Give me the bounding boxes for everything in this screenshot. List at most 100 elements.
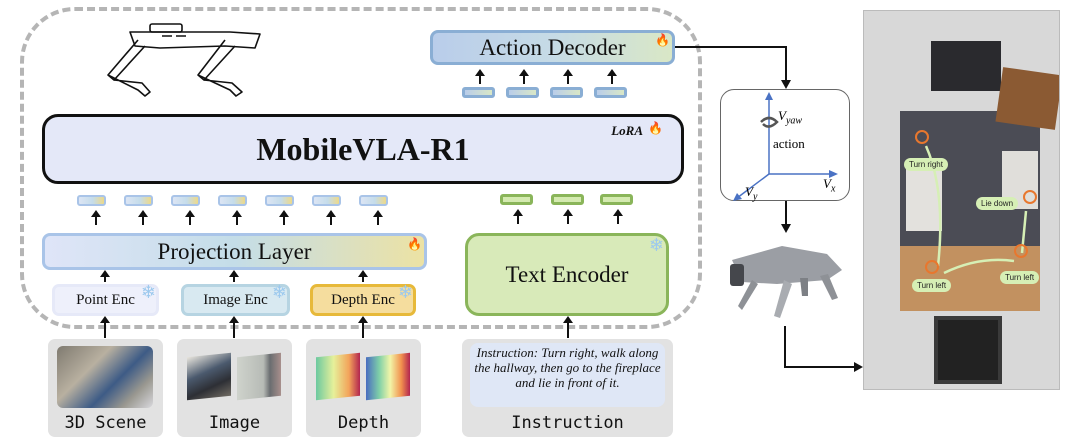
projection-token <box>359 195 388 206</box>
image-input-label: Image <box>208 413 261 433</box>
path-segment <box>943 258 1015 275</box>
projection-token <box>265 195 294 206</box>
image-encoder-block: Image Enc ❄ <box>181 282 290 316</box>
action-axes <box>733 92 838 201</box>
arrow-up-icon <box>613 209 623 224</box>
projection-token <box>124 195 153 206</box>
arrow-up-icon <box>607 69 617 84</box>
text-token <box>551 194 584 205</box>
depth-encoder-block: Depth Enc ❄ <box>310 283 416 316</box>
arrow-up-icon <box>100 316 110 338</box>
projection-token <box>171 195 200 206</box>
arrow-up-icon <box>563 69 573 84</box>
arrow-up-icon <box>475 69 485 84</box>
action-space-box: Vyaw action Vx Vy <box>720 89 850 203</box>
mobilevla-r1-block: MobileVLA-R1 LoRA 🔥 <box>42 114 684 184</box>
y-axis <box>736 173 770 199</box>
arrow-up-icon <box>232 210 242 225</box>
point-encoder-label: Point Enc <box>76 291 135 308</box>
image-encoder-label: Image Enc <box>203 291 268 308</box>
projection-token <box>218 195 247 206</box>
waypoint-marker <box>915 130 929 144</box>
trajectory-map: Turn right Lie down Turn left Turn left <box>863 10 1060 390</box>
depth-input-label: Depth <box>337 413 390 433</box>
arrow-down-icon <box>781 224 791 233</box>
trajectory-overlay <box>915 130 1037 275</box>
arrow-up-icon <box>326 210 336 225</box>
trajectory-label: Turn right <box>904 158 948 171</box>
flame-trainable-icon: 🔥 <box>407 237 422 251</box>
action-label: action <box>773 136 805 151</box>
arrow-up-icon <box>358 270 368 282</box>
path-segment <box>924 145 942 267</box>
trajectory-label: Turn left <box>1000 271 1040 284</box>
text-token <box>500 194 533 205</box>
projection-token <box>312 195 341 206</box>
text-encoder-label: Text Encoder <box>505 261 629 287</box>
arrow-up-icon <box>138 210 148 225</box>
instruction-input-panel: Instruction: Turn right, walk along the … <box>462 339 673 437</box>
v-y-symbol: V <box>745 184 753 199</box>
arrow-up-icon <box>185 210 195 225</box>
action-token <box>506 87 539 98</box>
arrow-up-icon <box>100 270 110 282</box>
flame-trainable-icon: 🔥 <box>655 33 670 47</box>
robot-leg <box>800 278 808 296</box>
waypoint-marker <box>1023 190 1037 204</box>
snowflake-frozen-icon: ❄ <box>648 235 664 255</box>
v-x-label: Vx <box>823 176 835 195</box>
action-decoder-label: Action Decoder <box>479 34 626 60</box>
v-yaw-symbol: V <box>778 108 786 123</box>
text-encoder-block: Text Encoder ❄ <box>465 233 669 316</box>
trajectory-label: Turn left <box>912 279 952 292</box>
mobilevla-r1-label: MobileVLA-R1 <box>256 130 470 167</box>
image-input-panel: Image <box>177 339 292 437</box>
model-boundary-frame <box>20 7 702 329</box>
v-yaw-label: Vyaw <box>778 108 802 127</box>
arrow-up-icon <box>563 316 573 338</box>
arrow-up-icon <box>519 69 529 84</box>
rotation-icon <box>760 116 779 128</box>
robot-leg <box>774 280 792 318</box>
rgb-image-thumbnail <box>187 352 231 401</box>
arrow-up-icon <box>229 270 239 282</box>
v-y-subscript: y <box>752 191 758 203</box>
arrow-up-icon <box>373 210 383 225</box>
point-encoder-block: Point Enc ❄ <box>52 283 159 316</box>
robot-leg <box>820 274 838 300</box>
flame-trainable-icon: 🔥 <box>648 121 663 135</box>
depth-map-thumbnail <box>366 352 410 401</box>
arrow-up-icon <box>229 316 239 338</box>
robot-dog-photo <box>730 246 842 318</box>
action-token <box>550 87 583 98</box>
arrow-up-icon <box>765 92 773 100</box>
v-x-subscript: x <box>830 183 836 195</box>
lora-tag: LoRA <box>611 123 643 138</box>
v-y-label: Vy <box>745 184 757 203</box>
arrow-right-icon <box>829 170 838 178</box>
action-decoder-block: Action Decoder 🔥 <box>430 30 675 65</box>
arrow-up-icon <box>358 316 368 338</box>
arrow-up-icon <box>91 210 101 225</box>
instruction-input-label: Instruction <box>511 413 624 433</box>
snowflake-frozen-icon: ❄ <box>271 282 287 302</box>
waypoint-marker <box>1014 244 1028 258</box>
arrow-up-icon <box>513 209 523 224</box>
projection-token <box>77 195 106 206</box>
projection-layer-label: Projection Layer <box>157 238 312 264</box>
robot-leg <box>738 280 758 310</box>
depth-input-panel: Depth <box>306 339 421 437</box>
action-token <box>462 87 495 98</box>
arrow-down-icon <box>781 80 791 89</box>
3d-scene-thumbnail <box>57 346 153 408</box>
instruction-text: Instruction: Turn right, walk along the … <box>470 343 665 407</box>
depth-map-thumbnail <box>316 352 360 401</box>
map-artwork <box>931 41 1001 91</box>
arrow-right-icon <box>854 362 863 372</box>
robot-body <box>732 246 842 284</box>
robot-to-map-connector <box>784 326 856 368</box>
trajectory-label: Lie down <box>976 197 1019 210</box>
scene-input-label: 3D Scene <box>64 413 147 433</box>
projection-layer-block: Projection Layer 🔥 <box>42 233 427 270</box>
robot-dog-outline-icon <box>107 23 261 97</box>
